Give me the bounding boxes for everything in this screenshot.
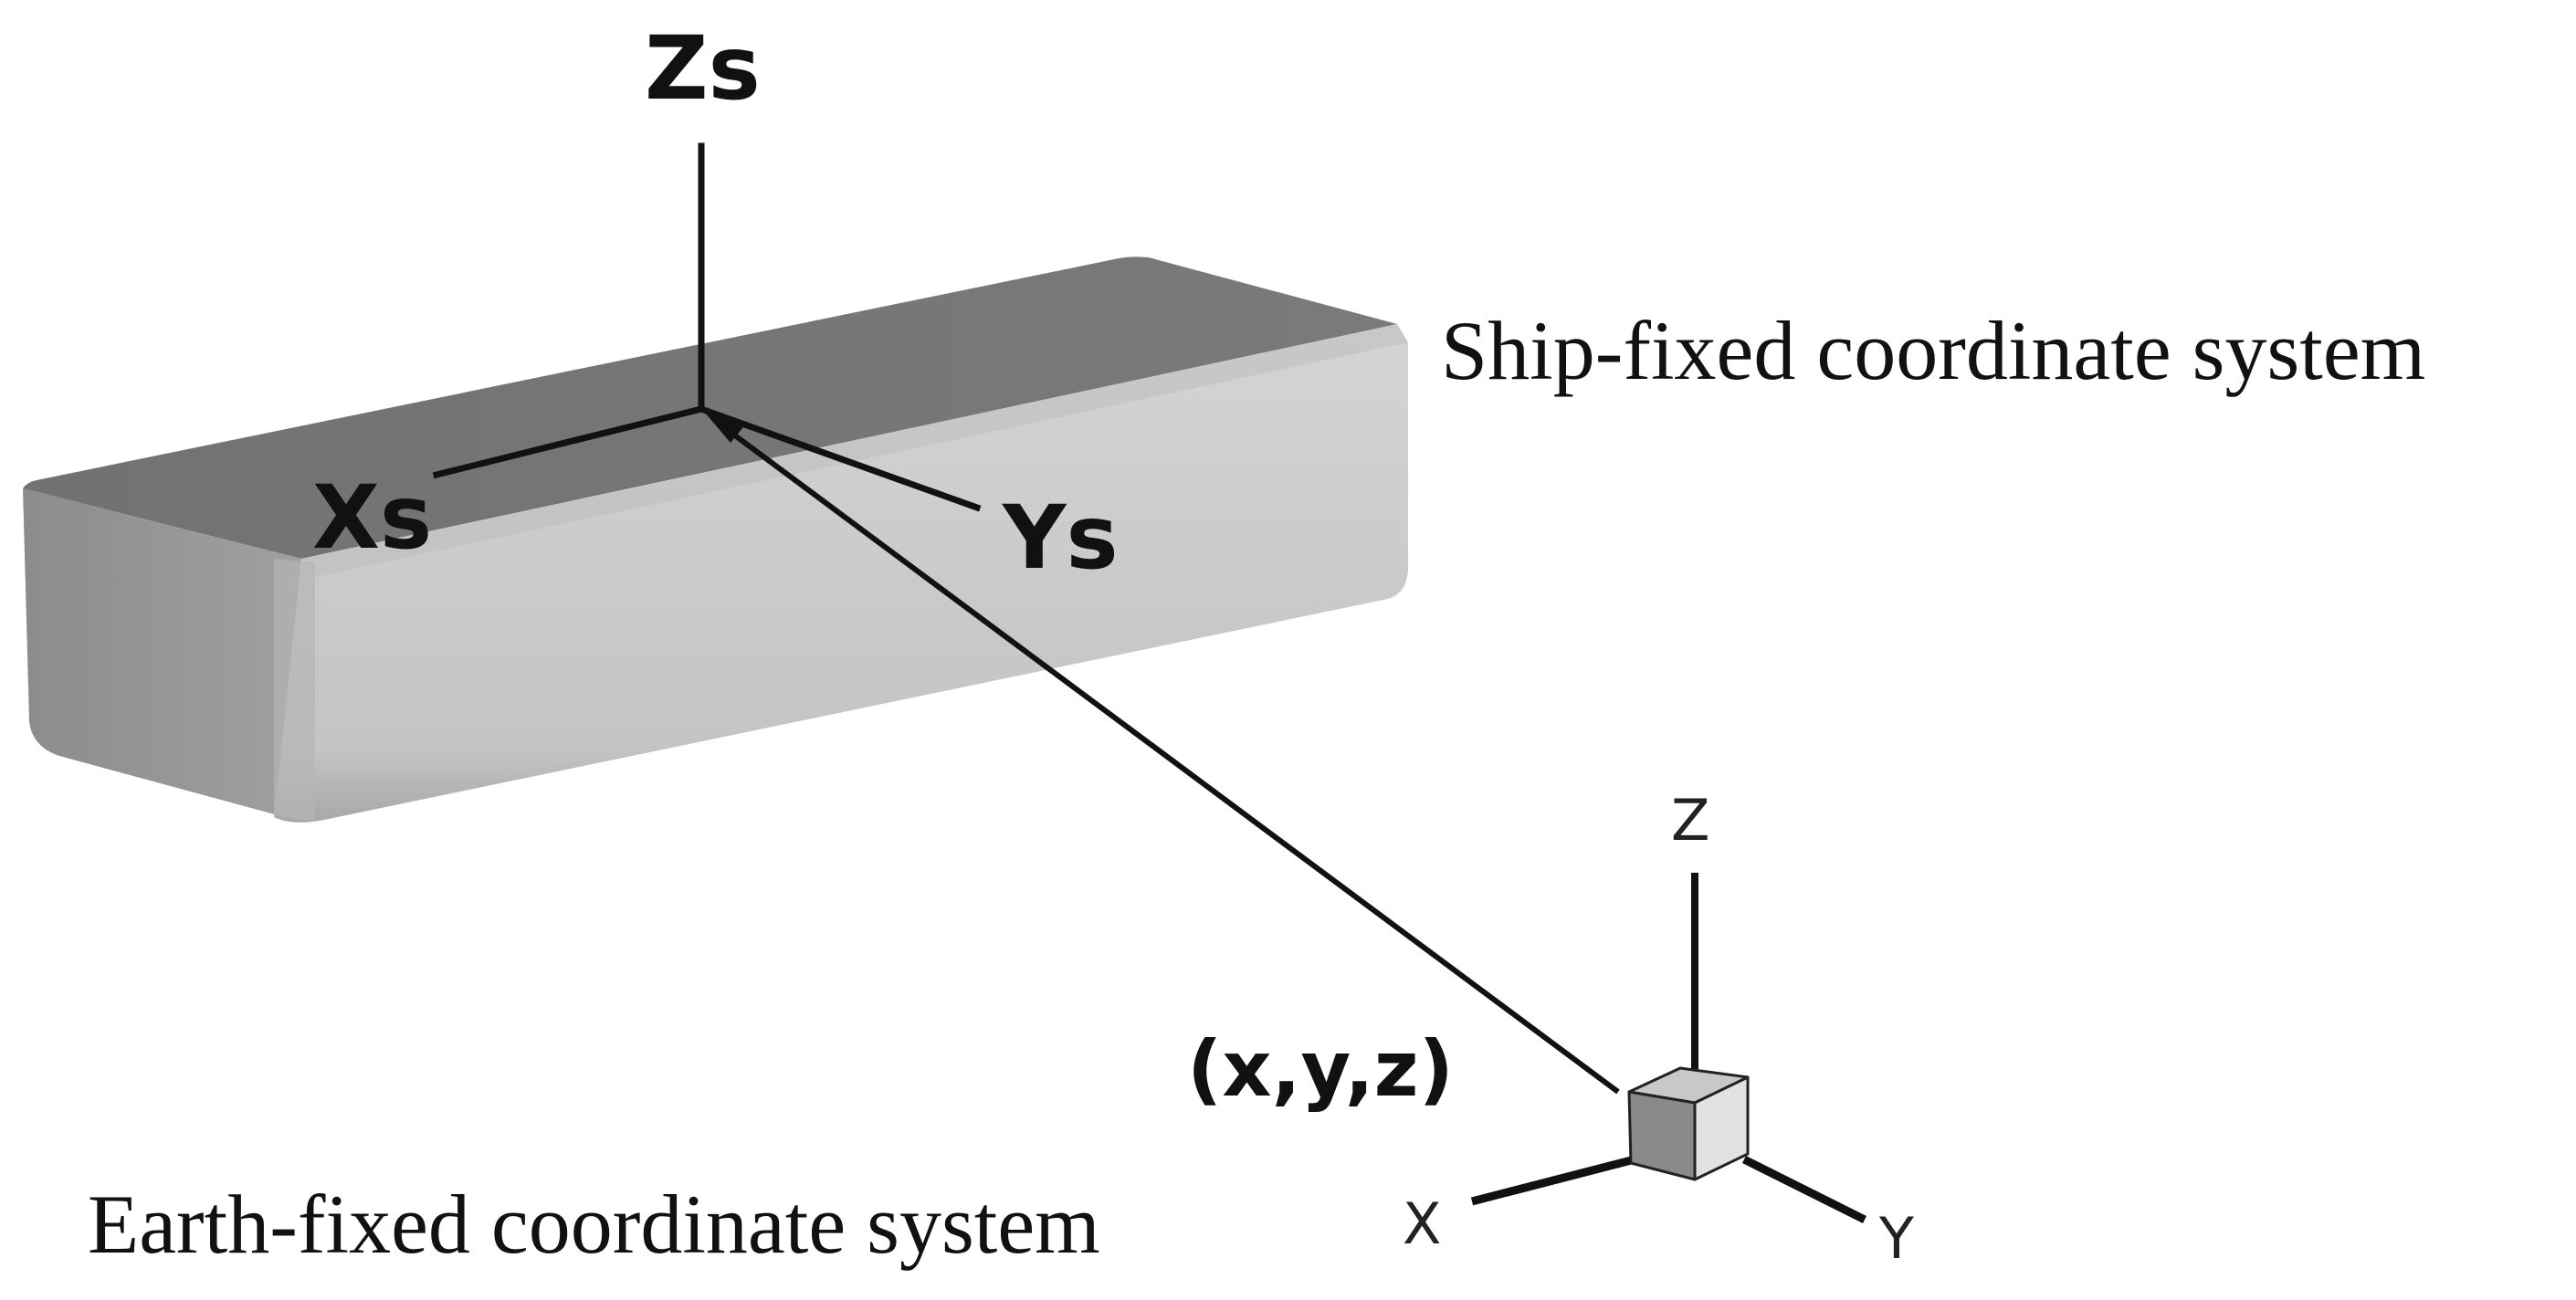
hull-side-face [274,324,1408,823]
earth-axes [1470,873,1867,1224]
position-vector [705,413,1620,1095]
ship-caption: Ship-fixed coordinate system [1441,304,2425,397]
ship-z-axis-label: Zs [645,17,761,120]
ship-y-axis-label: Ys [1002,487,1119,589]
ship-y-axis [697,404,982,512]
earth-x-axis-label: X [1403,1190,1441,1257]
position-label: (x,y,z) [1187,1024,1454,1114]
earth-y-axis [1741,1155,1867,1224]
earth-x-axis [1470,1155,1636,1206]
cube-left-face [1627,1090,1697,1181]
position-vector-arrowhead [705,413,747,443]
ship-hull [23,257,1408,823]
ship-x-axis [432,404,706,479]
ship-axes [432,142,982,512]
earth-y-axis-label: Y [1878,1205,1914,1272]
position-vector-line [712,417,1620,1095]
earth-caption: Earth-fixed coordinate system [88,1178,1100,1271]
ship-x-axis-label: Xs [312,467,432,569]
earth-z-axis-label: Z [1671,787,1709,854]
cube-right-face [1693,1075,1750,1181]
origin-cube [1627,1066,1750,1181]
hull-end-rounding [274,559,315,822]
hull-top-face [23,257,1397,559]
hull-end-face [23,488,301,822]
hull-edge-highlight [301,324,1408,577]
